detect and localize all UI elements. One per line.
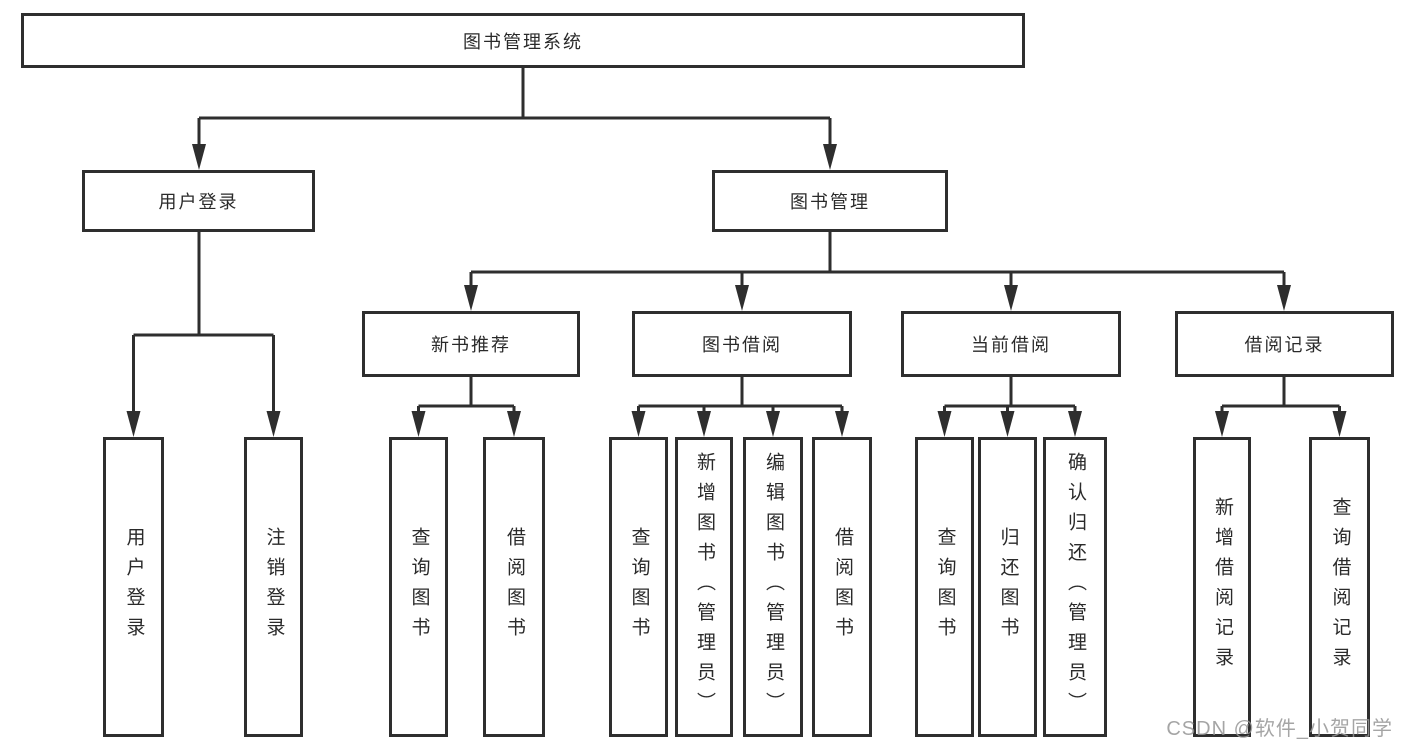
leaf-confirm-return-admin: 确认归还（管理员） bbox=[1043, 437, 1107, 737]
leaf-recommend-borrow-books-label: 借阅图书 bbox=[503, 527, 525, 647]
node-current-borrow-label: 当前借阅 bbox=[971, 335, 1051, 355]
node-system-root-label: 图书管理系统 bbox=[463, 31, 583, 52]
leaf-recommend-query-books: 查询图书 bbox=[389, 437, 448, 737]
leaf-borrow-query-books: 查询图书 bbox=[609, 437, 668, 737]
node-book-management-label: 图书管理 bbox=[790, 192, 870, 212]
leaf-user-login-label: 用户登录 bbox=[123, 527, 145, 647]
leaf-query-borrow-record: 查询借阅记录 bbox=[1309, 437, 1370, 737]
node-user-login-label: 用户登录 bbox=[158, 192, 239, 212]
node-book-management: 图书管理 bbox=[712, 170, 948, 232]
leaf-borrow-books: 借阅图书 bbox=[812, 437, 872, 737]
node-new-book-recommend: 新书推荐 bbox=[362, 311, 580, 377]
node-current-borrow: 当前借阅 bbox=[901, 311, 1121, 377]
leaf-query-borrow-record-label: 查询借阅记录 bbox=[1329, 497, 1351, 677]
leaf-add-books-admin: 新增图书（管理员） bbox=[675, 437, 733, 737]
node-user-login: 用户登录 bbox=[82, 170, 315, 232]
leaf-borrow-books-label: 借阅图书 bbox=[831, 527, 853, 647]
leaf-current-query-books-label: 查询图书 bbox=[934, 527, 956, 647]
leaf-add-books-admin-label: 新增图书（管理员） bbox=[693, 452, 715, 722]
node-borrow-records-label: 借阅记录 bbox=[1244, 335, 1325, 355]
leaf-logout-label: 注销登录 bbox=[263, 527, 285, 647]
node-new-book-recommend-label: 新书推荐 bbox=[431, 335, 511, 355]
leaf-recommend-borrow-books: 借阅图书 bbox=[483, 437, 545, 737]
leaf-confirm-return-admin-label: 确认归还（管理员） bbox=[1064, 452, 1086, 722]
leaf-current-query-books: 查询图书 bbox=[915, 437, 974, 737]
node-book-borrow: 图书借阅 bbox=[632, 311, 852, 377]
leaf-logout: 注销登录 bbox=[244, 437, 303, 737]
leaf-edit-books-admin: 编辑图书（管理员） bbox=[743, 437, 803, 737]
leaf-borrow-query-books-label: 查询图书 bbox=[628, 527, 650, 647]
node-borrow-records: 借阅记录 bbox=[1175, 311, 1394, 377]
leaf-user-login: 用户登录 bbox=[103, 437, 164, 737]
leaf-return-books: 归还图书 bbox=[978, 437, 1037, 737]
leaf-edit-books-admin-label: 编辑图书（管理员） bbox=[762, 452, 784, 722]
leaf-recommend-query-books-label: 查询图书 bbox=[408, 527, 430, 647]
node-system-root: 图书管理系统 bbox=[21, 13, 1025, 68]
leaf-add-borrow-record-label: 新增借阅记录 bbox=[1211, 497, 1233, 677]
leaf-add-borrow-record: 新增借阅记录 bbox=[1193, 437, 1251, 737]
leaf-return-books-label: 归还图书 bbox=[997, 527, 1019, 647]
node-book-borrow-label: 图书借阅 bbox=[702, 335, 782, 355]
